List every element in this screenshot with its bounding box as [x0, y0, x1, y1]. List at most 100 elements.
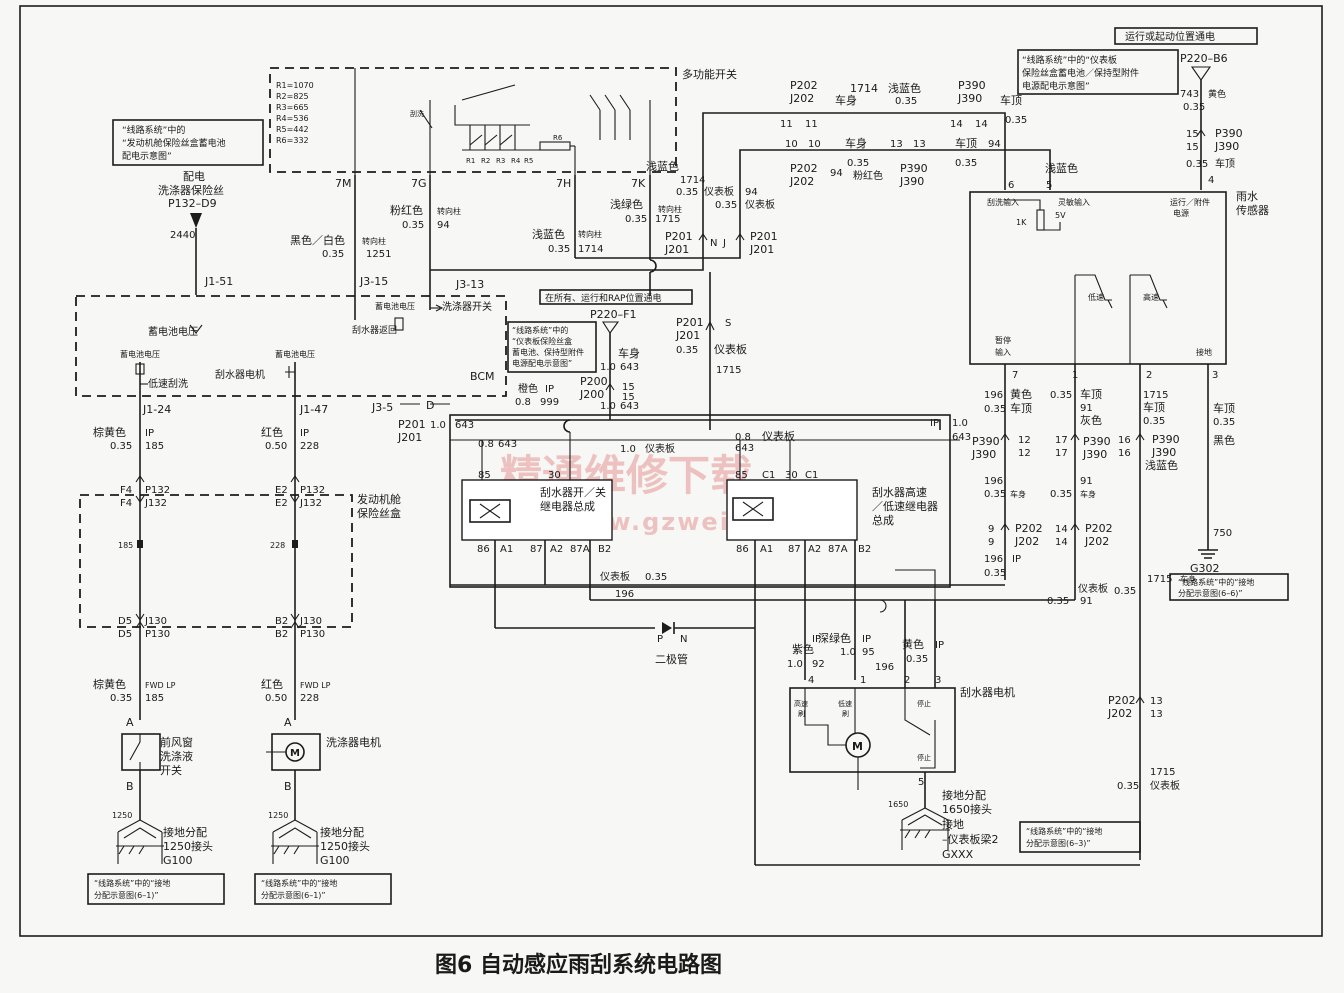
p220-b6-arrow: [1190, 66, 1212, 81]
relay1-pin-87a: 87A: [570, 544, 590, 555]
pin-12-b: 12: [1018, 448, 1031, 459]
wire-643-c: 643: [455, 420, 474, 431]
wire-route-ip-h: 仪表板: [600, 570, 630, 583]
relay2-box: [726, 479, 858, 541]
pin-9-a: 9: [988, 524, 994, 535]
wire-185-a: 185: [145, 441, 164, 452]
rain-label-run-acc: 运行／附件: [1170, 197, 1210, 207]
wire-size-cc: 0.8: [478, 439, 494, 450]
wire-color-black: 黑色: [1213, 433, 1235, 447]
wire-1715-d: 1715: [1150, 767, 1175, 778]
pin-10-a: 10: [785, 139, 798, 150]
wire-size-r: 0.35: [1047, 596, 1069, 607]
relay1-box: [461, 479, 613, 541]
resistor-value-1: R1=1070: [276, 81, 314, 90]
conn-j130-a: J130: [144, 616, 167, 627]
bcm-box: [75, 295, 507, 397]
wire-size-n: 0.35: [984, 489, 1006, 500]
fuse-title-1: 配电: [183, 170, 205, 183]
engine-fuse-box-label-1: 发动机舱: [357, 492, 401, 506]
washer-switch-label-1: 前风窗: [160, 735, 193, 749]
conn-j202-d: J202: [1084, 535, 1109, 548]
wire-95: 95: [862, 647, 875, 658]
rain-label-input: 输入: [995, 347, 1011, 357]
wire-1650: 1650: [888, 800, 908, 809]
pin-11-a: 11: [780, 119, 793, 130]
conn-p201-b: P201: [750, 230, 778, 243]
motor-pin-4: 4: [808, 675, 814, 686]
conn-p200: P200: [580, 375, 608, 388]
wire-route-body-a: 车身: [835, 93, 857, 107]
conn-p132-a: P132: [145, 485, 170, 496]
wire-643-a: 643: [620, 362, 639, 373]
ground-splice-1-icon: [116, 845, 164, 855]
pin-n: N: [710, 238, 717, 249]
wire-size-b: 0.35: [402, 220, 424, 231]
relay2-label-1: 刮水器高速: [872, 485, 927, 499]
wire-fwdlp-a: FWD LP: [145, 681, 176, 690]
fuse-pin: P132–D9: [168, 197, 217, 210]
wire-color-lightblue-b: 浅蓝色: [646, 159, 679, 173]
wire-route-ip-e: 仪表板: [714, 342, 747, 356]
conn-p390-a: P390: [958, 79, 986, 92]
bcm-label-batt2: 蓄电池电压: [375, 301, 415, 311]
pin-14-a: 14: [950, 119, 963, 130]
r-label-2: R2: [481, 157, 490, 165]
wire-size-m: 0.35: [984, 404, 1006, 415]
conn-p202-a: P202: [790, 79, 818, 92]
wire-750: 750: [1213, 528, 1232, 539]
pin-15-b: 15: [1186, 142, 1199, 153]
ground-left1-note-box: [87, 873, 225, 905]
wire-color-pink: 粉红色: [390, 203, 423, 217]
relay1-pin-86: 86: [477, 544, 490, 555]
motor-label-high: 高速: [794, 699, 808, 708]
wire-route-ip-d: 仪表板: [1150, 779, 1180, 792]
wire-94-b: 94: [745, 187, 758, 198]
wire-ip-f: IP: [935, 640, 944, 651]
relay1-pin-a1: A1: [500, 544, 513, 555]
pin-j1-24: J1-24: [142, 403, 171, 416]
wire-size-t: 0.35: [1114, 586, 1136, 597]
bcm-label-batt3: 蓄电池电压: [120, 349, 160, 359]
wire-196-c: 196: [984, 554, 1003, 565]
fuse-p220-f1: P220–F1: [590, 308, 636, 321]
pin-7: 7: [1012, 370, 1018, 381]
pin-13-c: 13: [1150, 696, 1163, 707]
top-right-note-line1: “线路系统”中的“仪表板: [1022, 54, 1117, 66]
motor-pin-2: 2: [904, 675, 910, 686]
conn-j132-a: J132: [144, 498, 167, 509]
diode-pin-n: N: [680, 634, 687, 645]
conn-p202-d: P202: [1085, 522, 1113, 535]
ground-splice-1-line2: 1250接头: [163, 840, 213, 853]
wire-size-h: 0.35: [1005, 115, 1027, 126]
conn-j132-b: J132: [299, 498, 322, 509]
wire-size-j: 0.35: [955, 158, 977, 169]
wire-643-d: 643: [952, 432, 971, 443]
wire-route-ip-c: 仪表板: [1078, 582, 1108, 595]
wire-ip-g: IP: [145, 428, 154, 439]
rain-sensor-box: [969, 191, 1227, 365]
pin-j1-51: J1-51: [204, 275, 233, 288]
pin-15-a: 15: [1186, 129, 1199, 140]
wire-1250-b: 1250: [268, 811, 288, 820]
wire-ip-h: IP: [300, 428, 309, 439]
wire-size-g: 0.35: [895, 96, 917, 107]
wire-size-gg: 1.0: [787, 659, 803, 670]
motor-pin-3: 3: [935, 675, 941, 686]
conn-j200: J200: [579, 388, 604, 401]
conn-j201-b: J201: [749, 243, 774, 256]
rain-label-sens-input: 灵敏输入: [1058, 197, 1090, 207]
wire-size-aa: 0.35: [676, 345, 698, 356]
ground-g302-label: G302: [1190, 562, 1220, 575]
relay2-pin-87a: 87A: [828, 544, 848, 555]
wire-color-brownyellow-a: 棕黄色: [93, 425, 126, 439]
conn-p390-c: P390: [1215, 127, 1243, 140]
motor-label-brush1: 刷: [798, 710, 805, 718]
mid-note-line3: 蓄电池、保持型附件: [512, 347, 584, 357]
wire-size-i: 0.35: [847, 158, 869, 169]
conn-p201-a: P201: [665, 230, 693, 243]
wire-size-jj: 0.35: [110, 441, 132, 452]
relay1-pin-b2: B2: [598, 544, 611, 555]
conn-p130-a: P130: [145, 629, 170, 640]
